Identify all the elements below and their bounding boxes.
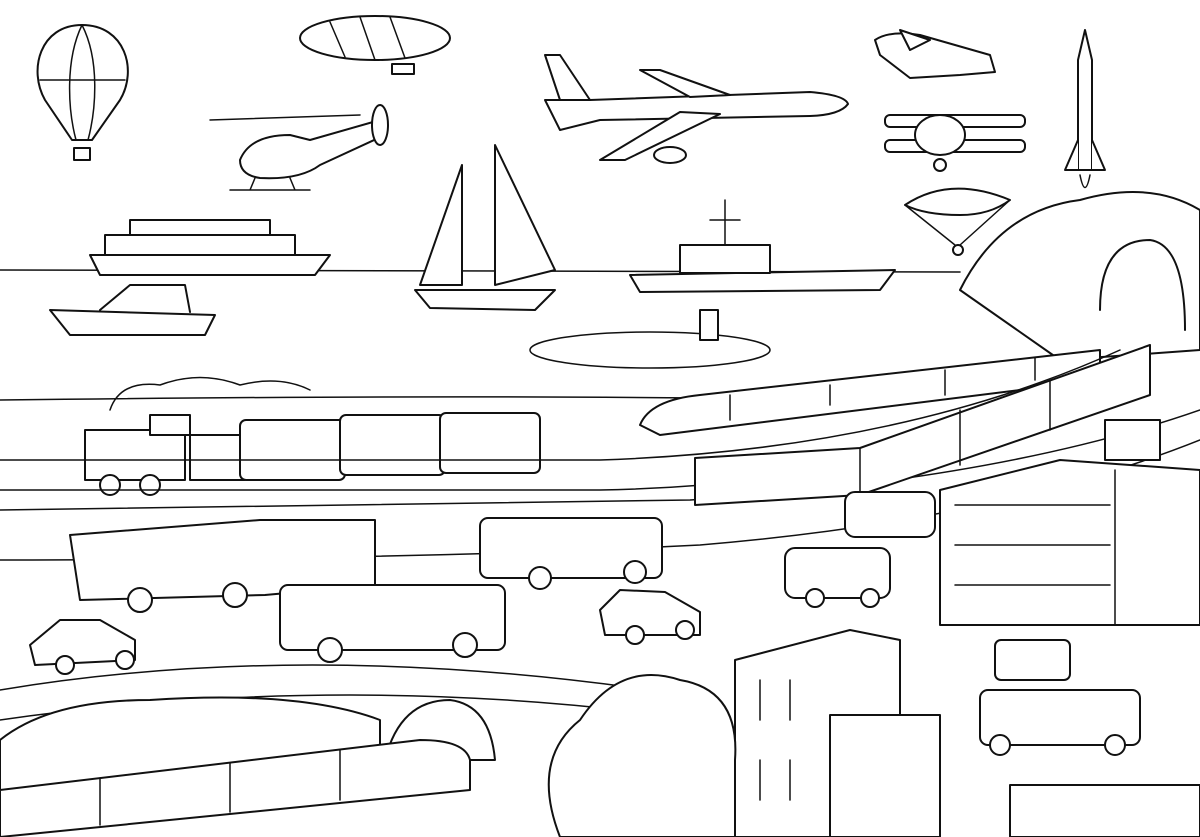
- subway-train: [0, 739, 471, 837]
- warship: [629, 199, 896, 293]
- paraglider: [904, 187, 1011, 256]
- bus: [479, 517, 663, 590]
- car: [599, 589, 701, 645]
- minibus: [784, 547, 891, 608]
- bus: [279, 584, 506, 663]
- commuter-train: [694, 344, 1151, 506]
- sailboat: [414, 144, 556, 311]
- biplane: [884, 114, 1026, 172]
- airship: [299, 15, 451, 75]
- articulated-bus: [69, 519, 376, 613]
- hot-air-balloon: [36, 24, 129, 161]
- submarine: [529, 309, 771, 369]
- bus: [979, 689, 1141, 756]
- motor-yacht: [49, 284, 216, 336]
- low-building: [1009, 784, 1200, 837]
- apartment-building: [734, 629, 941, 837]
- cruise-ship: [89, 219, 331, 276]
- rocket: [1064, 29, 1106, 189]
- minibus: [844, 491, 936, 538]
- tunnel-hill: [959, 191, 1200, 361]
- passenger-carriages: [189, 412, 541, 481]
- helicopter: [209, 104, 389, 191]
- office-building: [939, 419, 1200, 626]
- airliner: [544, 54, 849, 164]
- delivery-van: [994, 639, 1071, 681]
- space-shuttle: [874, 29, 996, 79]
- car: [29, 619, 136, 675]
